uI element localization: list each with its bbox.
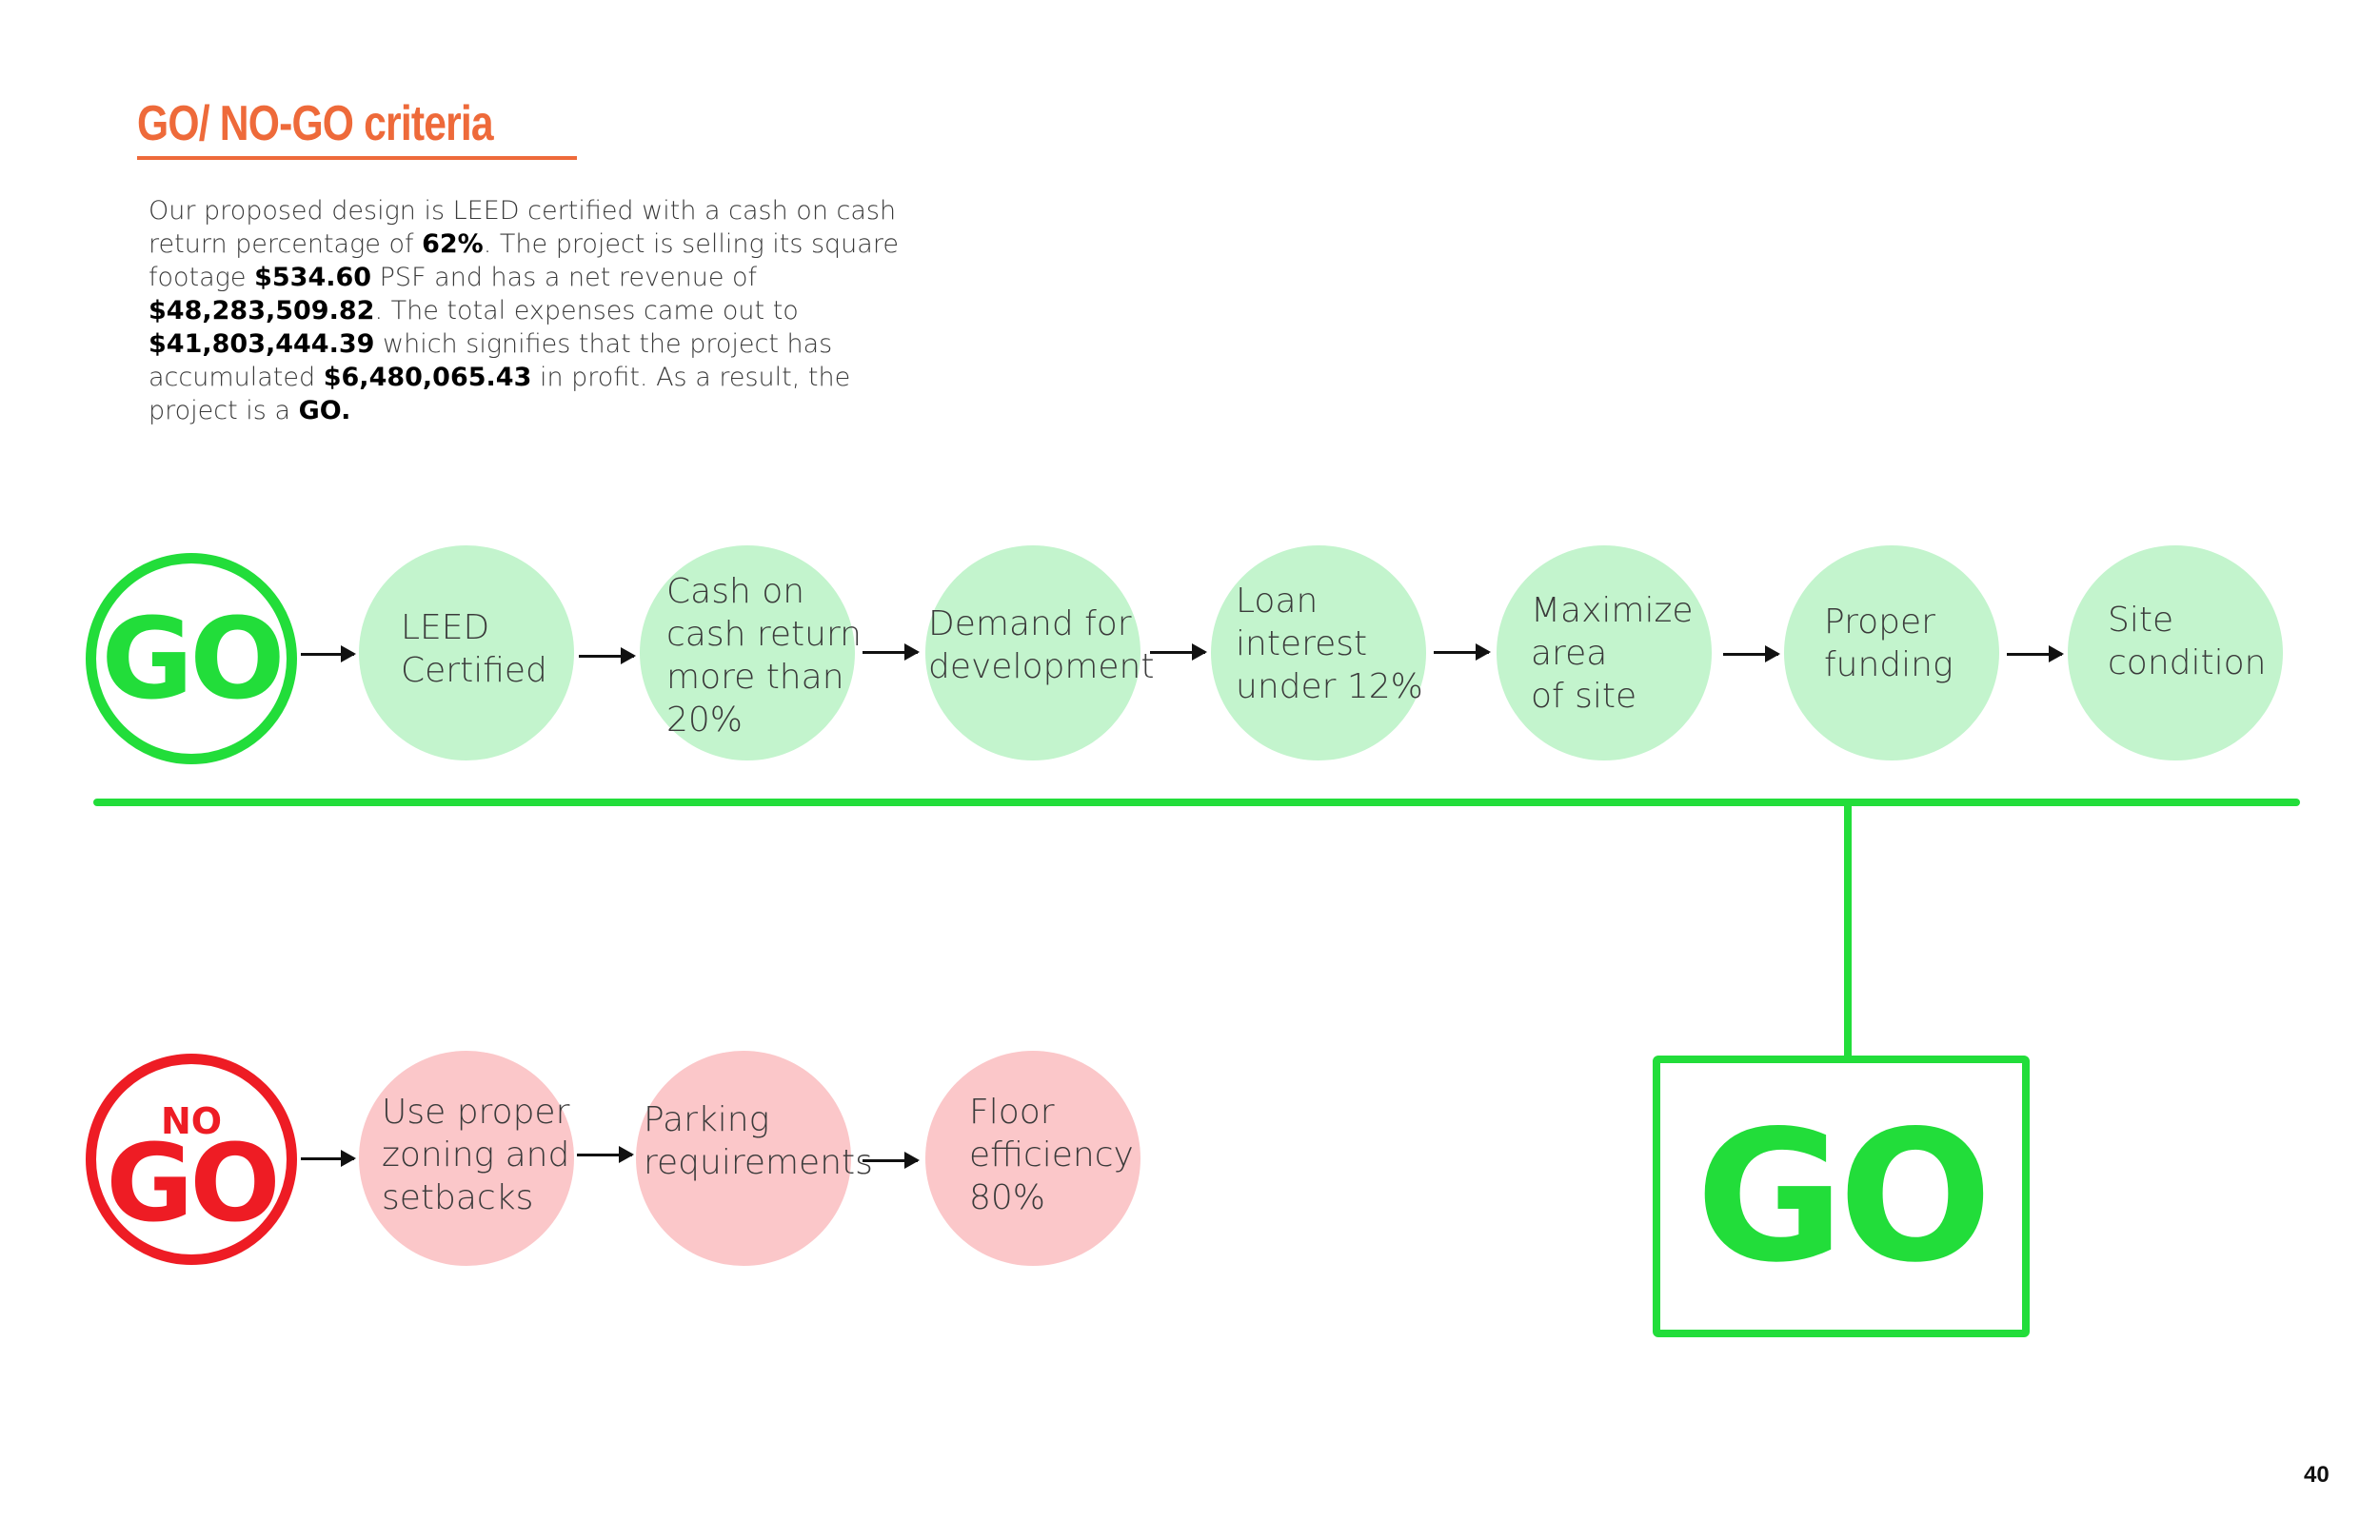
page-number: 40	[2304, 1462, 2330, 1488]
criterion-label: Demand for development	[928, 604, 1155, 686]
title-underline	[137, 156, 577, 160]
go-criterion-cash-return: Cash on cash return more than 20%	[640, 545, 862, 760]
arrow-icon	[1723, 645, 1780, 662]
criterion-label: Cash on cash return more than 20%	[666, 572, 862, 740]
intro-text: . The total expenses came out to	[374, 296, 799, 326]
arrow-icon	[2007, 645, 2064, 662]
intro-text: in profit. As a result, the project is a	[149, 363, 851, 425]
criterion-label: Proper funding	[1824, 602, 1954, 684]
go-criterion-site-condition: Site condition	[2068, 545, 2283, 760]
go-criterion-demand: Demand for development	[925, 545, 1154, 760]
intro-paragraph: Our proposed design is LEED certified wi…	[149, 194, 929, 427]
criterion-label: Parking requirements	[644, 1100, 873, 1182]
intro-text: Our proposed design is LEED certified wi…	[149, 196, 897, 259]
nogo-badge-go: GO	[106, 1122, 280, 1246]
connector-line	[1844, 802, 1852, 1057]
arrow-icon	[1434, 643, 1491, 661]
go-criterion-loan-interest: Loan interest under 12%	[1211, 545, 1426, 760]
divider-line	[93, 799, 2300, 806]
nogo-criterion-parking: Parking requirements	[636, 1051, 873, 1266]
go-criterion-proper-funding: Proper funding	[1784, 545, 1999, 760]
intro-value: $48,283,509.82	[149, 296, 375, 326]
go-criterion-maximize-area: Maximize area of site	[1497, 545, 1712, 760]
arrow-icon	[579, 647, 636, 664]
criterion-label: Use proper zoning and setbacks	[382, 1093, 570, 1217]
intro-value: $534.60	[254, 263, 372, 292]
intro-text: which signifies that the project has acc…	[149, 329, 833, 392]
intro-value: $6,480,065.43	[323, 363, 532, 392]
arrow-icon	[301, 645, 356, 662]
criterion-label: Maximize area of site	[1531, 591, 1694, 716]
intro-text: . The project is selling its square foot…	[149, 229, 899, 292]
nogo-criterion-zoning: Use proper zoning and setbacks	[359, 1051, 574, 1266]
criterion-label: Loan interest under 12%	[1236, 582, 1423, 706]
intro-value: GO.	[298, 396, 351, 425]
intro-text: PSF and has a net revenue of	[371, 263, 758, 292]
criterion-label: LEED Certified	[401, 608, 547, 690]
arrow-icon	[577, 1146, 634, 1163]
nogo-criterion-floor-efficiency: Floor efficiency 80%	[925, 1051, 1140, 1266]
arrow-icon	[863, 1152, 920, 1169]
arrow-icon	[1150, 643, 1207, 661]
criterion-label: Floor efficiency 80%	[969, 1093, 1134, 1217]
intro-value: $41,803,444.39	[149, 329, 375, 359]
nogo-badge: NO GO	[86, 1054, 297, 1265]
intro-value: 62%	[422, 229, 484, 259]
arrow-icon	[863, 643, 920, 661]
page-title: GO/ NO-GO criteria	[137, 96, 494, 151]
criterion-label: Site condition	[2108, 601, 2267, 682]
nogo-badge-no: NO	[160, 1100, 223, 1142]
go-badge: GO	[86, 553, 297, 764]
go-criterion-leed: LEED Certified	[359, 545, 574, 760]
result-go-box: GO	[1653, 1056, 2030, 1337]
arrow-icon	[301, 1150, 356, 1167]
